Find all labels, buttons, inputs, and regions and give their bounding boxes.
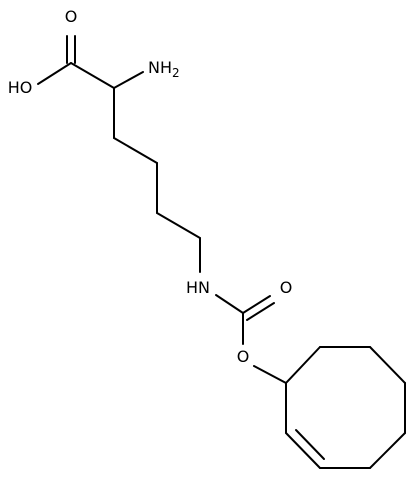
bond-ring-5 (369, 432, 406, 469)
bonds (37, 35, 406, 469)
bond-ring-3 (369, 346, 406, 384)
bond-c2-amine (113, 71, 144, 89)
bond-c1-c2 (70, 62, 115, 89)
label-carbamate-nh: HN (186, 278, 210, 297)
atom-labels: O HO NH2 HN O O (8, 7, 293, 366)
bond-oester-ring (253, 365, 287, 384)
label-carbamate-carbonyl-oxygen: O (280, 278, 293, 297)
bond-carbamate-carbonyl-a (242, 295, 271, 314)
bond-carbamate-carbonyl-b (246, 302, 275, 321)
bond-nh-carbamate (215, 294, 244, 314)
bond-c5-c6 (156, 212, 201, 239)
bond-acid-hydroxyl (37, 62, 72, 85)
bond-c3-c4 (113, 137, 158, 164)
label-hydroxyl: HO (8, 78, 33, 97)
label-amine-subscript: 2 (172, 66, 180, 80)
label-ester-oxygen: O (237, 347, 250, 366)
bond-ring-double-inner (295, 429, 325, 460)
bond-ring-7 (285, 432, 321, 469)
label-amine-main: NH (148, 58, 172, 77)
bond-ring-1 (285, 346, 321, 384)
label-acid-carbonyl-oxygen: O (65, 7, 78, 26)
label-amine: NH2 (148, 58, 180, 80)
